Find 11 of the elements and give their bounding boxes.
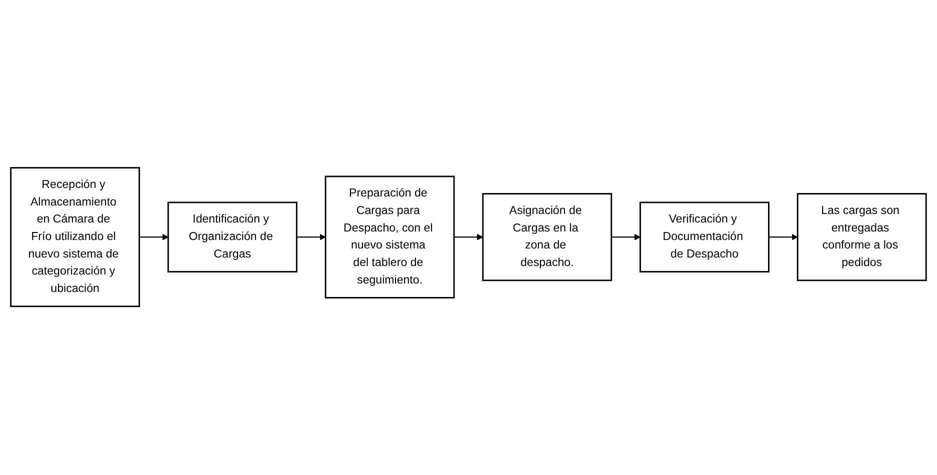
node-box: Asignación de Cargas en la zona de despacho. (482, 193, 612, 282)
arrow (139, 234, 168, 241)
arrow (454, 234, 484, 241)
node-box: Identificación y Organización de Cargas (167, 202, 298, 273)
arrow (768, 234, 798, 241)
node-box: Las cargas son entregadas conforme a los pedidos (796, 193, 927, 282)
node-box: Recepción y Almacenamiento en Cámara de Frío utilizando el nuevo sistema de categorización y ubicación (10, 167, 140, 308)
node-box: Verificación y Documentación de Despacho (640, 202, 770, 273)
arrow (296, 234, 326, 241)
node-box: Preparación de Cargas para Despacho, con el nuevo sistema del tablero de seguimiento. (324, 176, 455, 299)
arrow (611, 234, 641, 241)
